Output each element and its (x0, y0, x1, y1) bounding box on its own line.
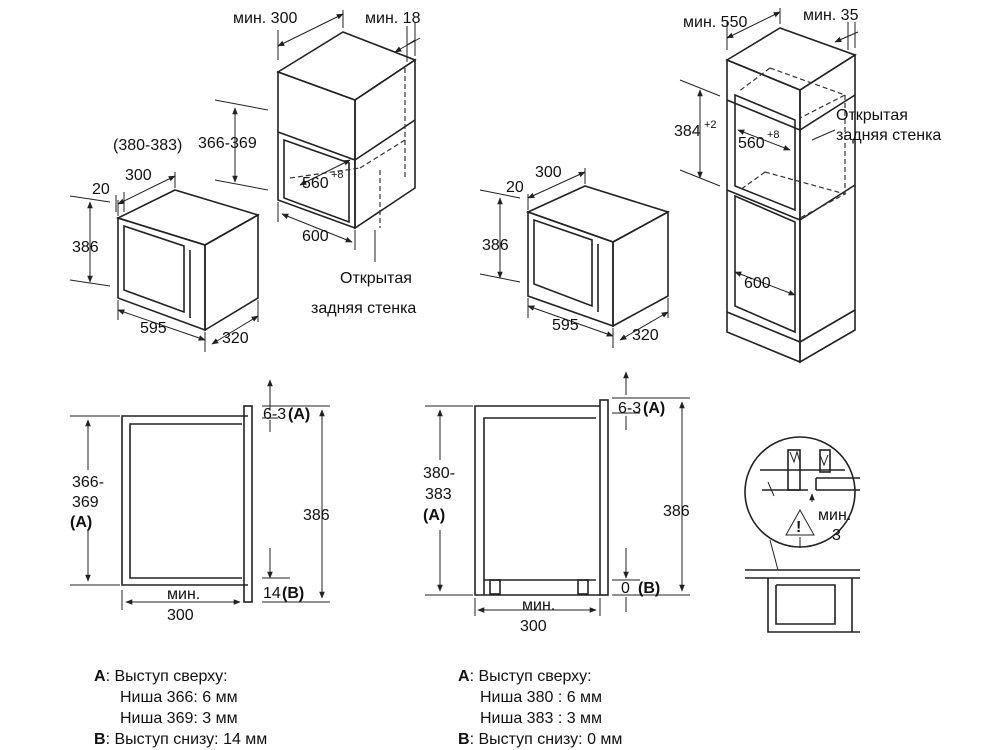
label-a-top: (A) (288, 406, 310, 423)
note-title-a-r: : Выступ сверху: (469, 668, 592, 685)
tall-cabinet-drawing: мин. 550 мин. 35 Открытая задняя стенка … (674, 7, 941, 364)
side-section-right: 6-3 (A) 380- 383 (A) 386 0 (B) мин. 300 (423, 371, 690, 635)
dim-560-r: 560 (738, 135, 765, 152)
label-a-side-r: (A) (423, 507, 445, 524)
dim-min35: мин. 35 (803, 7, 859, 24)
detail-view: ! мин. 3 (744, 436, 860, 633)
dim-min550: мин. 550 (683, 14, 747, 31)
dim-300-mwr: 300 (535, 164, 562, 181)
note-key-a: A (94, 668, 106, 685)
dim-386-side: 386 (303, 507, 330, 524)
dim-380-383: (380-383) (113, 137, 182, 154)
dim-600-r: 600 (744, 275, 771, 292)
dim-560-tol: +8 (331, 169, 344, 181)
side-section-left: 6-3 (A) 366- 369 (A) 386 14 (B) мин. 300 (70, 379, 330, 624)
notes-left: A: Выступ сверху: (94, 666, 228, 687)
dim-386: 386 (72, 239, 99, 256)
dim-384: 384 (674, 123, 701, 140)
dim-560-r-tol: +8 (767, 129, 780, 141)
notes-left-b: B: Выступ снизу: 14 мм (94, 729, 267, 750)
label-b: (B) (282, 585, 304, 602)
note-text-b-r: : Выступ снизу: 0 мм (469, 731, 623, 748)
dim-366: 366- (72, 474, 104, 491)
dim-6-3: 6-3 (263, 406, 286, 423)
dim-300-mw: 300 (125, 167, 152, 184)
warning-icon: ! (796, 519, 801, 536)
dim-383: 383 (425, 486, 452, 503)
dim-560: 560 (302, 175, 329, 192)
note-key-b-r: B (458, 731, 470, 748)
open-back-l1: Открытая (340, 270, 412, 287)
open-back-r-l1: Открытая (836, 107, 908, 124)
dim-20: 20 (92, 181, 110, 198)
dim-min: мин. (167, 586, 200, 603)
dim-386-r: 386 (482, 237, 509, 254)
dim-320: 320 (222, 330, 249, 347)
detail-3: 3 (832, 527, 841, 544)
detail-min: мин. (818, 507, 851, 524)
note-left-line1: Ниша 366: 6 мм (120, 689, 238, 706)
label-a-side: (A) (70, 514, 92, 531)
dim-300-side: 300 (167, 607, 194, 624)
dim-min-r: мин. (522, 597, 555, 614)
microwave-left-drawing: (380-383) 300 20 386 595 320 (69, 137, 261, 352)
dim-595-r: 595 (552, 317, 579, 334)
dim-0: 0 (621, 580, 630, 597)
dim-min300: мин. 300 (233, 10, 297, 27)
open-back-r-l2: задняя стенка (836, 127, 941, 144)
dim-14: 14 (263, 585, 281, 602)
dim-320-r: 320 (632, 327, 659, 344)
note-left-line2: Ниша 369: 3 мм (120, 710, 238, 727)
wall-cabinet-drawing: мин. 300 мин. 18 366-369 560 +8 600 Откр… (198, 10, 421, 317)
label-b-r: (B) (638, 580, 660, 597)
dim-min18: мин. 18 (365, 10, 421, 27)
dim-595: 595 (140, 320, 167, 337)
notes-right-b: B: Выступ снизу: 0 мм (458, 729, 622, 750)
note-right-line2: Ниша 383 : 3 мм (480, 710, 603, 727)
label-a-top-r: (A) (643, 400, 665, 417)
note-key-a-r: A (458, 668, 470, 685)
dim-6-3-r: 6-3 (618, 400, 641, 417)
dim-380: 380- (423, 465, 455, 482)
dim-386-side-r: 386 (663, 503, 690, 520)
open-back-l2: задняя стенка (311, 300, 416, 317)
notes-right: A: Выступ сверху: (458, 666, 592, 687)
dim-366-369: 366-369 (198, 135, 257, 152)
note-title-a: : Выступ сверху: (105, 668, 228, 685)
dim-20-r: 20 (506, 179, 524, 196)
microwave-right-drawing: 300 20 386 595 320 (479, 164, 671, 348)
dim-300-side-r: 300 (520, 618, 547, 635)
note-key-b: B (94, 731, 106, 748)
dim-600: 600 (302, 228, 329, 245)
note-text-b: : Выступ снизу: 14 мм (105, 731, 268, 748)
note-right-line1: Ниша 380 : 6 мм (480, 689, 603, 706)
dim-384-tol: +2 (704, 119, 717, 131)
dim-369: 369 (72, 494, 99, 511)
